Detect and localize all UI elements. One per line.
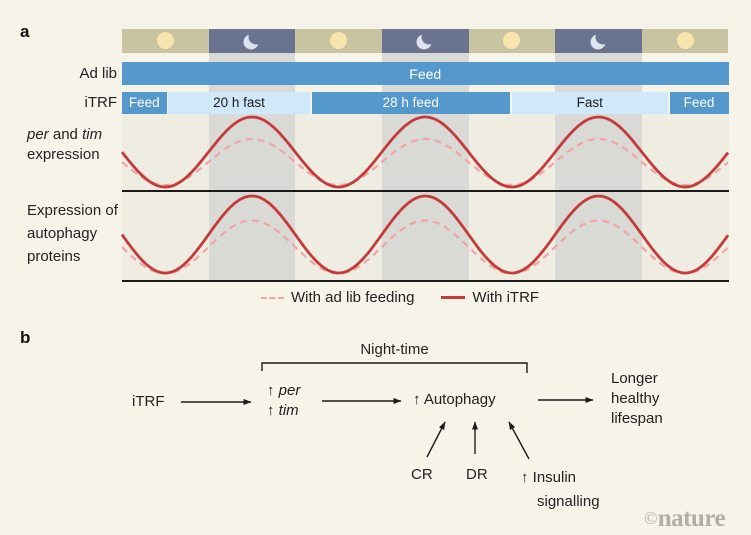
dashed-line-swatch — [261, 296, 284, 299]
itrf-segment-20-h-fast: 20 h fast — [168, 91, 310, 114]
itrf-segment-28-h-feed: 28 h feed — [311, 91, 510, 114]
sun-icon — [330, 32, 348, 50]
per-gene: per — [278, 382, 301, 399]
night-segment — [381, 29, 469, 53]
healthy-text: healthy — [611, 390, 660, 407]
nature-brand-text: nature — [657, 505, 726, 532]
itrf-segment-feed: Feed — [122, 91, 167, 114]
insulin-line1: ↑ Insulin — [521, 469, 577, 486]
legend-item-adlib: With ad lib feeding — [261, 289, 414, 306]
sun-icon — [676, 32, 694, 50]
arrow-cr-to-autophagy — [426, 421, 446, 458]
expression-of-text: Expression of — [27, 202, 118, 219]
day-segment — [295, 29, 382, 53]
tim-gene-label: tim — [82, 126, 103, 143]
night-shading-column — [555, 52, 642, 282]
autophagy-expression-label: Expression of autophagy proteins — [27, 199, 118, 268]
per-gene-label: per — [27, 126, 49, 143]
itrf-segment-fast: Fast — [511, 91, 668, 114]
night-time-label: Night-time — [360, 341, 429, 358]
legend-item-itrf: With iTRF — [441, 289, 539, 306]
day-night-bar — [122, 29, 729, 53]
up-arrow-glyph: ↑ — [267, 402, 279, 419]
night-shading-column — [381, 52, 469, 282]
legend-itrf-label: With iTRF — [472, 289, 540, 306]
itrf-expression-curve — [120, 194, 730, 275]
arrow-insulin-to-autophagy — [508, 421, 530, 460]
per-tim-expression-label: per and tim expression — [27, 125, 102, 165]
itrf-node: iTRF — [132, 393, 165, 410]
adlib-expression-curve — [121, 137, 729, 187]
day-segment — [468, 29, 556, 53]
legend: With ad lib feeding With iTRF — [261, 289, 539, 306]
per-tim-baseline — [122, 189, 729, 192]
dr-node: DR — [466, 466, 488, 483]
panel-b-label: b — [20, 328, 31, 347]
itrf-expression-curve — [120, 115, 730, 189]
copyright-glyph: © — [644, 508, 658, 528]
night-segment — [555, 29, 642, 53]
autophagy-baseline — [122, 279, 729, 282]
night-shading-column — [208, 52, 296, 282]
itrf-row-label: iTRF — [84, 94, 118, 111]
up-arrow-glyph: ↑ — [267, 382, 279, 399]
longer-text: Longer — [611, 370, 658, 387]
panel-a-label: a — [20, 22, 30, 41]
itrf-segment-feed: Feed — [669, 91, 729, 114]
and-text: and — [48, 126, 83, 143]
day-segment — [641, 29, 729, 53]
lifespan-text: lifespan — [611, 410, 663, 427]
adlib-feed-bar-label: Feed — [409, 65, 442, 82]
moon-icon — [590, 30, 609, 50]
tim-gene: tim — [278, 402, 299, 419]
autophagy-text: autophagy — [27, 225, 98, 242]
adlib-expression-curve — [121, 219, 729, 275]
expression-text: expression — [27, 146, 100, 163]
sun-icon — [503, 32, 521, 50]
per-tim-node: ↑ per ↑ tim — [267, 381, 300, 421]
insulin-node: ↑ Insulin signalling — [521, 466, 600, 514]
day-segment — [122, 29, 209, 53]
proteins-text: proteins — [27, 248, 81, 265]
autophagy-node: ↑ Autophagy — [413, 391, 496, 408]
insulin-line2: signalling — [537, 493, 600, 510]
night-segment — [208, 29, 296, 53]
moon-icon — [416, 30, 436, 50]
night-time-bracket — [261, 362, 528, 373]
adlib-row-label: Ad lib — [79, 65, 117, 82]
legend-adlib-label: With ad lib feeding — [291, 289, 415, 306]
solid-line-swatch — [441, 296, 466, 299]
lifespan-node: Longer healthy lifespan — [611, 369, 663, 429]
cr-node: CR — [411, 466, 433, 483]
nature-watermark: ©nature — [644, 505, 726, 533]
adlib-feed-bar: Feed — [122, 62, 729, 85]
sun-icon — [156, 32, 174, 50]
moon-icon — [243, 30, 262, 50]
